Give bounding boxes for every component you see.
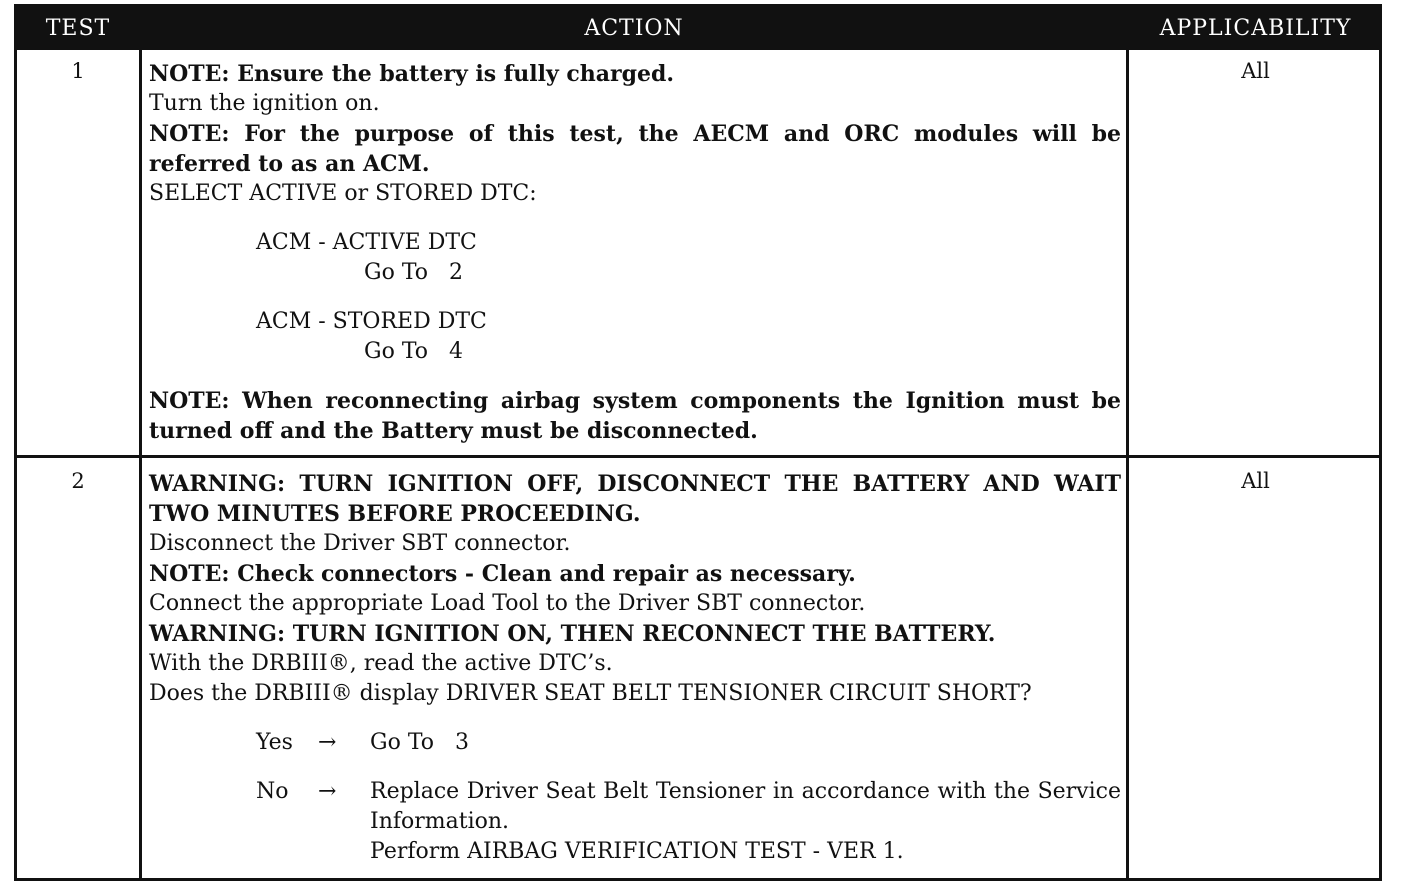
applicability-value: All [1241, 469, 1270, 493]
replace-instruction: Replace Driver Seat Belt Tensioner in ac… [370, 779, 1121, 834]
note-line: NOTE: Check connectors - Clean and repai… [149, 561, 856, 587]
test-procedure-table: TEST ACTION APPLICABILITY 1 All NOTE: En… [14, 4, 1382, 881]
instruction-line: Connect the appropriate Load Tool to the… [149, 591, 866, 616]
no-branch: No → Replace Driver Seat Belt Tensioner … [149, 777, 1121, 867]
note-line: NOTE: When reconnecting airbag system co… [149, 388, 1121, 444]
note-line: NOTE: Ensure the battery is fully charge… [149, 61, 675, 87]
no-branch-text: Replace Driver Seat Belt Tensioner in ac… [370, 777, 1121, 867]
warning-line: WARNING: TURN IGNITION OFF, DISCONNECT T… [149, 471, 1121, 527]
verification-instruction: Perform AIRBAG VERIFICATION TEST - VER 1… [370, 839, 904, 864]
header-applicability: APPLICABILITY [1159, 16, 1352, 41]
test-number: 1 [71, 59, 85, 83]
row-divider [17, 455, 1379, 458]
header-test: TEST [45, 16, 111, 41]
header-action: ACTION [584, 16, 684, 41]
column-divider [139, 50, 142, 878]
option-label: ACM - STORED DTC [256, 309, 487, 334]
goto-link[interactable]: Go To 2 [364, 260, 463, 285]
note-line: NOTE: For the purpose of this test, the … [149, 121, 1121, 177]
instruction-line: Disconnect the Driver SBT connector. [149, 531, 571, 556]
goto-link[interactable]: Go To 4 [364, 339, 463, 364]
arrow-icon: → [318, 779, 337, 804]
table-header-row: TEST ACTION APPLICABILITY [17, 7, 1379, 50]
arrow-icon: → [318, 730, 337, 755]
question-line: Does the DRBIII® display DRIVER SEAT BEL… [149, 681, 1032, 706]
yes-label: Yes [256, 730, 293, 755]
option-label: ACM - ACTIVE DTC [256, 230, 477, 255]
action-cell: NOTE: Ensure the battery is fully charge… [149, 59, 1121, 446]
goto-link[interactable]: Go To 3 [370, 730, 469, 755]
no-label: No [256, 779, 289, 804]
instruction-line: Turn the ignition on. [149, 91, 380, 116]
test-number: 2 [71, 469, 85, 493]
yes-branch: Yes → Go To 3 [149, 728, 1121, 758]
action-cell: WARNING: TURN IGNITION OFF, DISCONNECT T… [149, 469, 1121, 867]
warning-line: WARNING: TURN IGNITION ON, THEN RECONNEC… [149, 621, 996, 647]
column-divider [1126, 50, 1129, 878]
instruction-line: With the DRBIII®, read the active DTC’s. [149, 651, 613, 676]
instruction-line: SELECT ACTIVE or STORED DTC: [149, 181, 537, 206]
applicability-value: All [1241, 59, 1270, 83]
